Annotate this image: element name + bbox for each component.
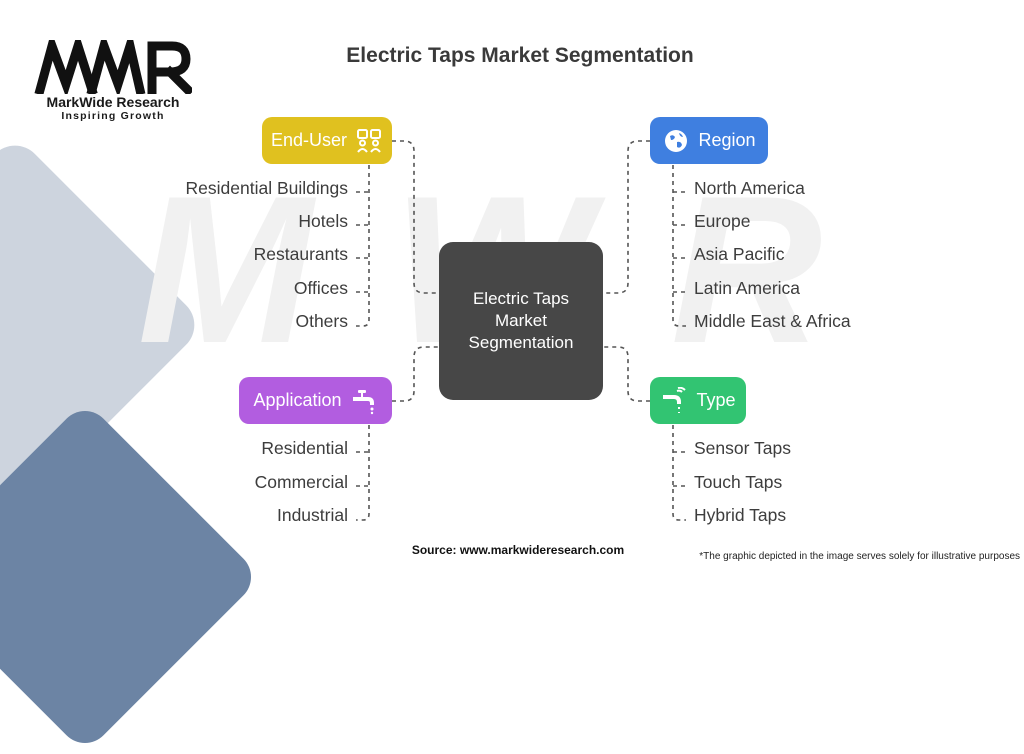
end-user-item: Residential Buildings: [185, 178, 348, 198]
category-type-label: Type: [696, 390, 736, 410]
region-item: Asia Pacific: [694, 244, 785, 264]
region-item: Middle East & Africa: [694, 311, 851, 331]
logo: MarkWide Research Inspiring Growth: [28, 40, 198, 124]
region-item: North America: [694, 178, 805, 198]
category-end-user-label: End-User: [270, 130, 348, 150]
end-user-item: Restaurants: [253, 244, 348, 264]
type-item: Hybrid Taps: [694, 505, 787, 525]
category-region-label: Region: [698, 130, 756, 150]
faucet-icon: [350, 387, 378, 415]
end-user-item: Hotels: [298, 211, 348, 231]
category-type: Type: [650, 377, 746, 424]
end-user-item: Others: [295, 311, 348, 331]
center-node-label: Electric Taps Market Segmentation: [468, 289, 574, 352]
application-item: Residential: [261, 438, 348, 458]
category-region: Region: [650, 117, 768, 164]
region-item: Latin America: [694, 278, 801, 298]
category-application: Application: [239, 377, 392, 424]
people-icon: [355, 127, 383, 155]
logo-tagline: Inspiring Growth: [61, 110, 165, 122]
type-item: Touch Taps: [694, 472, 783, 492]
type-item: Sensor Taps: [694, 438, 791, 458]
region-item: Europe: [694, 211, 751, 231]
end-user-item: Offices: [293, 278, 348, 298]
disclaimer: *The graphic depicted in the image serve…: [699, 551, 1020, 562]
application-item: Commercial: [254, 472, 348, 492]
application-item: Industrial: [276, 505, 348, 525]
globe-icon: [662, 127, 690, 155]
connector-lines: [356, 140, 686, 521]
sensor-tap-icon: [660, 386, 688, 415]
logo-mark-icon: [34, 40, 192, 94]
center-node: Electric Taps Market Segmentation: [439, 242, 603, 400]
page-title: Electric Taps Market Segmentation: [346, 44, 694, 67]
category-application-label: Application: [253, 390, 342, 410]
logo-name: MarkWide Research: [46, 94, 180, 110]
category-end-user: End-User: [262, 117, 392, 164]
source-note: Source: www.markwideresearch.com: [411, 543, 625, 557]
